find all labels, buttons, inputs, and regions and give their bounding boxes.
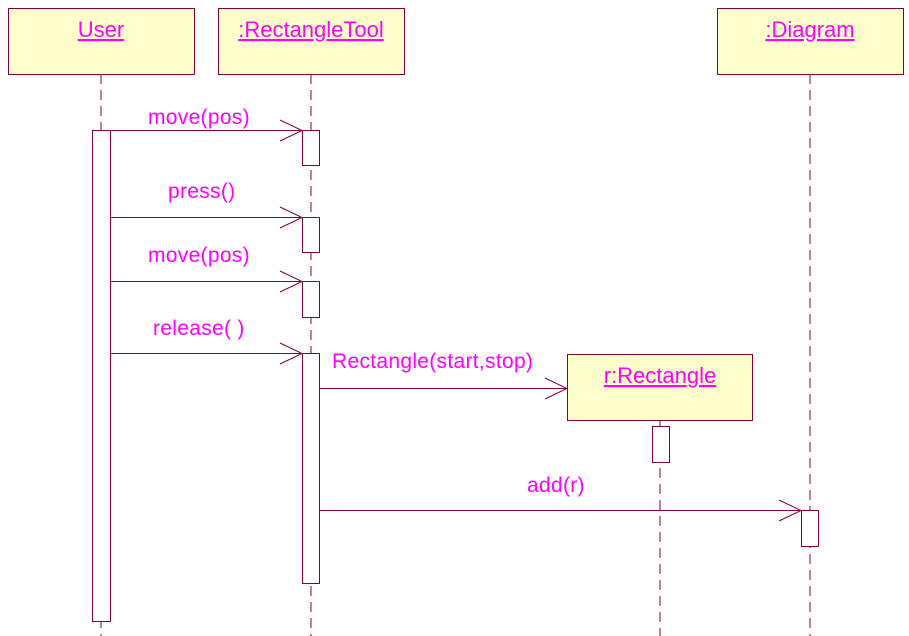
message-label-2: press(): [168, 180, 235, 203]
arrowhead-1: [279, 119, 304, 142]
activation-diagram: [801, 510, 819, 547]
object-label-rectangle-tool: :RectangleTool: [238, 17, 384, 42]
message-label-5: Rectangle(start,stop): [332, 350, 533, 373]
object-box-rectangle[interactable]: [567, 354, 753, 421]
activation-rectangle: [652, 426, 670, 463]
object-box-user[interactable]: [8, 8, 195, 75]
activation-tool-1: [302, 130, 320, 166]
activation-tool-4: [302, 353, 320, 584]
arrowhead-2: [279, 206, 304, 229]
activation-tool-2: [302, 217, 320, 253]
arrowhead-3: [279, 270, 304, 293]
object-label-user: User: [78, 17, 124, 42]
message-label-3: move(pos): [148, 244, 250, 267]
object-label-rectangle: r:Rectangle: [604, 363, 717, 388]
message-label-6: add(r): [527, 474, 585, 497]
object-box-diagram[interactable]: [717, 8, 904, 75]
object-box-rectangle-tool[interactable]: [218, 8, 405, 75]
message-label-1: move(pos): [148, 106, 250, 129]
object-label-diagram: :Diagram: [765, 17, 854, 42]
arrowhead-5: [544, 377, 569, 400]
arrowhead-6: [778, 499, 803, 522]
message-label-4: release( ): [153, 317, 245, 340]
activation-tool-3: [302, 281, 320, 318]
activation-user: [92, 130, 111, 622]
arrowhead-4: [279, 342, 304, 365]
